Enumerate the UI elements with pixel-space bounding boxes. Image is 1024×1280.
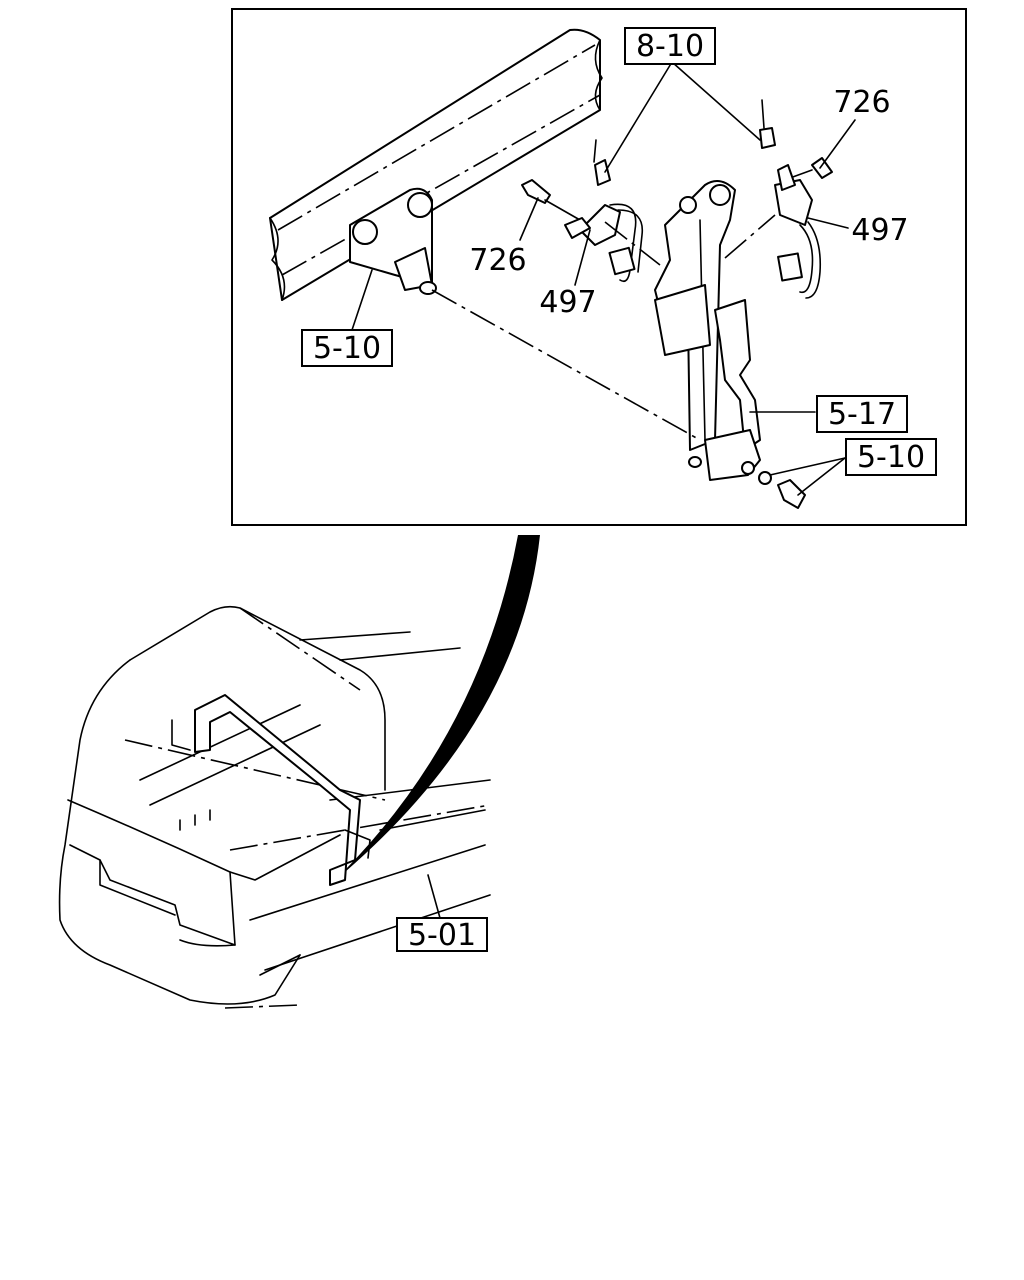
bolt-parts — [521, 157, 833, 239]
callout-8-10: 8-10 — [624, 27, 716, 65]
callout-726-top: 726 — [833, 85, 890, 120]
switch-left — [579, 203, 644, 283]
callout-5-01: 5-01 — [396, 917, 488, 953]
clip-parts — [593, 99, 776, 186]
detail-inset-frame — [231, 8, 967, 526]
callout-726-left: 726 — [469, 243, 526, 278]
align-line-3 — [604, 221, 661, 266]
svg-text:8-10: 8-10 — [636, 29, 704, 64]
callout-5-10-bottom: 5-10 — [845, 438, 937, 476]
callout-497-left: 497 — [539, 285, 596, 320]
svg-text:5-01: 5-01 — [408, 918, 476, 953]
svg-text:5-17: 5-17 — [828, 397, 896, 432]
washer-bolt — [758, 471, 806, 509]
leader-lines — [351, 61, 856, 919]
callout-5-17: 5-17 — [816, 395, 908, 433]
align-line-1 — [431, 289, 701, 441]
align-line-2 — [724, 214, 776, 259]
callout-5-10-left: 5-10 — [301, 329, 393, 367]
switch-right — [774, 179, 822, 299]
detail-pointer — [330, 535, 540, 885]
column-bracket — [349, 187, 437, 295]
svg-text:5-10: 5-10 — [313, 331, 381, 366]
vehicle-column-frame — [171, 694, 371, 886]
steering-column — [654, 180, 761, 481]
frame-rail — [269, 28, 603, 301]
svg-text:5-10: 5-10 — [857, 440, 925, 475]
callout-497-right: 497 — [851, 213, 908, 248]
